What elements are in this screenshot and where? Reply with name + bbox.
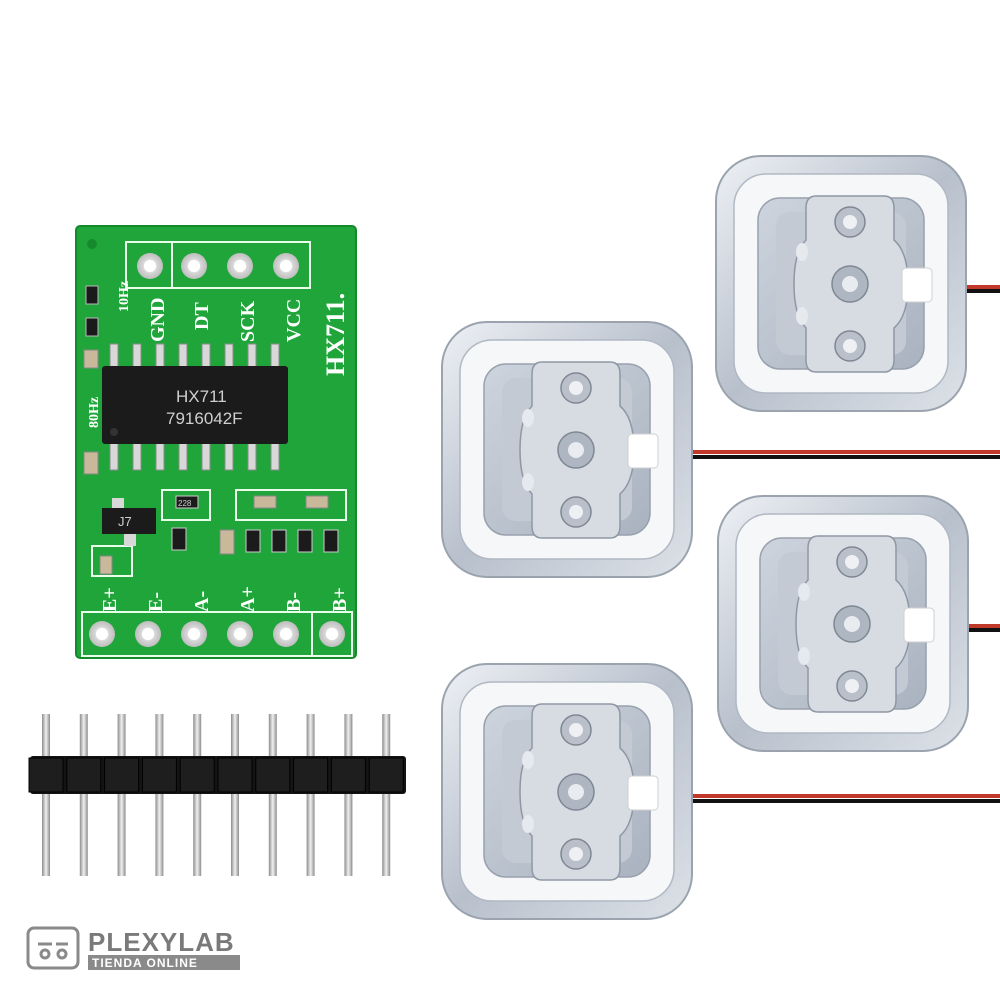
header-pin — [306, 714, 315, 876]
pin-label-sck: SCK — [237, 300, 259, 342]
pin-label-b-minus: B- — [283, 592, 305, 612]
chip-line-1: HX711 — [176, 387, 227, 406]
header-pin — [344, 714, 353, 876]
header-pin — [117, 714, 126, 876]
bottom-pin-pads — [89, 621, 345, 647]
transistor-code: J7 — [118, 514, 132, 529]
header-pin — [155, 714, 164, 876]
freq-80hz-label: 80Hz — [87, 397, 102, 428]
pin-label-a-minus: A- — [191, 591, 213, 612]
watermark-subtitle: TIENDA ONLINE — [92, 956, 198, 970]
header-pin — [231, 714, 239, 876]
header-pin-housing — [104, 757, 140, 793]
header-pin-housing — [368, 757, 404, 793]
hx711-module: GND DT SCK VCC HX711. 10Hz 80Hz — [75, 225, 357, 659]
transistor: J7 — [102, 498, 156, 546]
pin-label-b-plus: B+ — [329, 587, 351, 612]
pin-label-gnd: GND — [147, 298, 169, 342]
chip-line-2: 7916042F — [166, 409, 243, 428]
header-pin-housing — [28, 757, 64, 793]
header-pin-housing — [217, 757, 253, 793]
load-cell-4 — [441, 663, 1000, 920]
header-pin — [382, 714, 391, 876]
header-pin-housing — [66, 757, 102, 793]
watermark: PLEXYLAB TIENDA ONLINE — [26, 926, 240, 970]
top-pin-pads — [137, 253, 299, 279]
header-pin-housing — [179, 757, 215, 793]
header-pin-housing — [141, 757, 177, 793]
watermark-brand: PLEXYLAB — [88, 927, 235, 957]
pin-label-a-plus: A+ — [237, 586, 259, 612]
header-pin — [79, 714, 88, 876]
load-cell-1 — [715, 155, 1000, 412]
pin-header — [28, 714, 406, 876]
freq-10hz-label: 10Hz — [117, 281, 132, 312]
plexylab-logo-icon — [26, 926, 80, 970]
load-cell-3 — [717, 495, 1000, 752]
pin-label-e-minus: E- — [145, 592, 167, 612]
pin-label-dt: DT — [191, 302, 213, 330]
header-pin — [42, 714, 50, 876]
module-title: HX711. — [321, 293, 350, 376]
header-pin — [268, 714, 277, 876]
smd-components: 228 — [99, 495, 339, 575]
pin-label-e-plus: E+ — [99, 587, 121, 612]
load-cell-2 — [441, 321, 1000, 578]
pin-label-vcc: VCC — [283, 299, 305, 342]
header-pin-housing — [255, 757, 291, 793]
smd-code: 228 — [178, 499, 192, 508]
header-pin — [193, 714, 202, 876]
header-pin-housing — [293, 757, 329, 793]
header-pin-housing — [330, 757, 366, 793]
hx711-chip: HX711 7916042F — [102, 343, 288, 471]
